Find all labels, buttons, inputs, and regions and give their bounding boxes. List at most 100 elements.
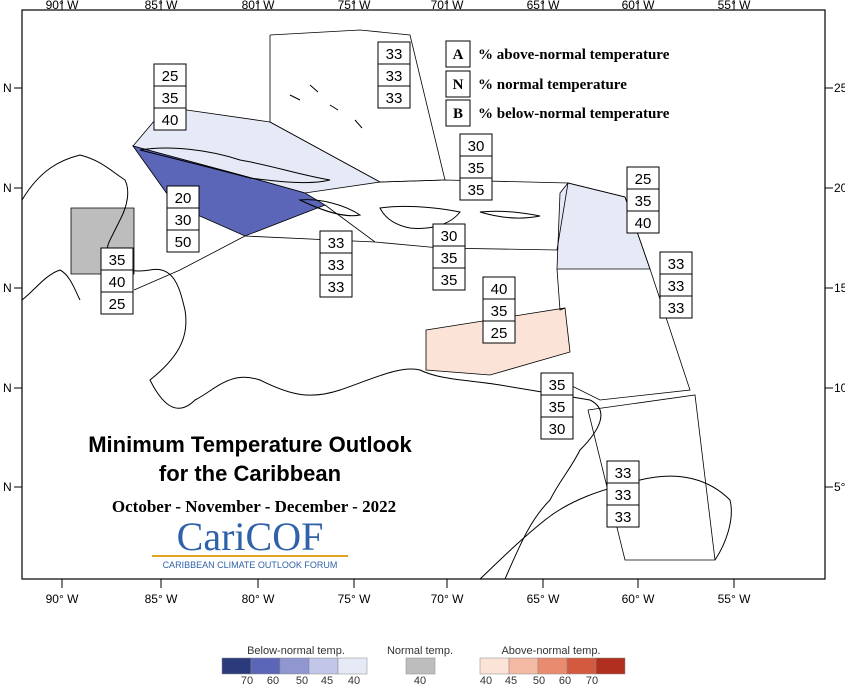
colorbar-above <box>479 657 626 675</box>
prob-above: 33 <box>386 46 403 63</box>
map-frame <box>21 9 826 580</box>
zone-jamaica-label: 33 33 33 <box>319 230 353 298</box>
prob-below: 40 <box>635 215 652 232</box>
prob-above: 25 <box>162 68 179 85</box>
zone-turks-label: 30 35 35 <box>459 133 493 201</box>
colorbar-tick: 40 <box>414 675 426 684</box>
lon-label: 75° W <box>338 592 371 606</box>
colorbar-above-title: Above-normal temp. <box>501 645 600 657</box>
lon-label: 90° W <box>46 592 79 606</box>
colorbar-tick: 50 <box>533 675 545 684</box>
colorbar-normal-cell <box>405 657 436 675</box>
prob-above: 33 <box>615 465 632 482</box>
title-line-1: Minimum Temperature Outlook <box>88 432 412 457</box>
colorbar-cell <box>566 657 597 675</box>
zone-windward-label: 33 33 33 <box>659 251 693 319</box>
prob-normal: 35 <box>468 160 485 177</box>
colorbar-below <box>221 657 368 675</box>
colorbar-tick: 60 <box>267 675 279 684</box>
logo-subtitle: CARIBBEAN CLIMATE OUTLOOK FORUM <box>163 560 338 570</box>
zone-guianas-label: 33 33 33 <box>606 460 640 528</box>
lon-label: 90° W <box>46 0 79 12</box>
legend-letter: B <box>453 106 463 122</box>
prob-below: 25 <box>491 325 508 342</box>
lon-label: 65° W <box>527 592 560 606</box>
lon-label: 70° W <box>431 0 464 12</box>
lat-label-right: 15° <box>834 281 845 295</box>
prob-above: 30 <box>441 228 458 245</box>
colorbar-cell <box>508 657 539 675</box>
colorbar-tick: 50 <box>296 675 308 684</box>
lat-label-right: 25° <box>834 81 845 95</box>
lat-label-right: 10° <box>834 381 845 395</box>
prob-below: 40 <box>162 112 179 129</box>
prob-normal: 40 <box>109 274 126 291</box>
logo-text: CariCOF <box>177 514 324 559</box>
prob-above: 33 <box>328 235 345 252</box>
period-label: October - November - December - 2022 <box>112 497 396 516</box>
colorbar-cell <box>279 657 310 675</box>
colorbar-cell <box>537 657 568 675</box>
colorbar-cell <box>250 657 281 675</box>
lon-label: 80° W <box>242 0 275 12</box>
lat-label-left: N <box>3 181 12 195</box>
lon-label: 85° W <box>145 0 178 12</box>
prob-normal: 33 <box>668 278 685 295</box>
lon-label: 65° W <box>527 0 560 12</box>
prob-normal: 35 <box>635 193 652 210</box>
lon-label: 60° W <box>622 0 655 12</box>
prob-above: 20 <box>175 190 192 207</box>
prob-below: 33 <box>615 509 632 526</box>
prob-normal: 30 <box>175 212 192 229</box>
prob-below: 25 <box>109 296 126 313</box>
zone-belize-label: 35 40 25 <box>100 247 134 315</box>
legend-text: % normal temperature <box>478 77 627 93</box>
prob-normal: 35 <box>162 90 179 107</box>
prob-below: 30 <box>549 421 566 438</box>
title-line-2: for the Caribbean <box>159 461 341 486</box>
map-title: Minimum Temperature Outlook for the Cari… <box>88 432 412 516</box>
lon-labels-bottom: 90° W 85° W 80° W 75° W 70° W 65° W 60° … <box>46 592 751 606</box>
zone-cayman-label: 20 30 50 <box>166 185 200 253</box>
colorbar-tick: 70 <box>586 675 598 684</box>
lat-label-right: 20° <box>834 181 845 195</box>
prob-above: 30 <box>468 138 485 155</box>
lon-label: 55° W <box>718 592 751 606</box>
lon-labels-top: 90° W 85° W 80° W 75° W 70° W 65° W 60° … <box>46 0 751 12</box>
colorbar-normal-title: Normal temp. <box>387 645 453 657</box>
colorbar-cell <box>337 657 368 675</box>
prob-below: 35 <box>468 182 485 199</box>
colorbar-tick: 45 <box>505 675 517 684</box>
colorbar-cell <box>221 657 252 675</box>
colorbar-cell <box>479 657 510 675</box>
lat-label-left: N <box>3 81 12 95</box>
lon-label: 70° W <box>431 592 464 606</box>
prob-below: 33 <box>386 90 403 107</box>
lat-label-left: N <box>3 281 12 295</box>
lat-label-right: 5° <box>834 480 845 494</box>
prob-below: 33 <box>328 279 345 296</box>
colorbar: Below-normal temp. Normal temp. Above-no… <box>221 645 626 684</box>
colorbar-tick: 40 <box>480 675 492 684</box>
coastlines <box>21 84 732 580</box>
colorbar-tick: 45 <box>321 675 333 684</box>
lon-label: 55° W <box>718 0 751 12</box>
legend-letter: A <box>453 47 464 63</box>
colorbar-tick: 70 <box>241 675 253 684</box>
lon-label: 60° W <box>622 592 655 606</box>
zone-hispaniola-label: 30 35 35 <box>432 223 466 291</box>
colorbar-tick: 40 <box>348 675 360 684</box>
zone-abc-label: 40 35 25 <box>482 276 516 344</box>
prob-below: 33 <box>668 300 685 317</box>
lat-labels: N N N N N 25° 20° 15° 10° 5° <box>3 81 845 494</box>
prob-normal: 33 <box>615 487 632 504</box>
colorbar-cell <box>595 657 626 675</box>
zone-cuba-label: 25 35 40 <box>153 63 187 131</box>
prob-normal: 33 <box>328 257 345 274</box>
legend-letter: N <box>453 77 464 93</box>
colorbar-cell <box>308 657 339 675</box>
caricof-logo: CariCOF CARIBBEAN CLIMATE OUTLOOK FORUM <box>152 514 348 570</box>
prob-above: 35 <box>549 377 566 394</box>
zone-bahamas-label: 33 33 33 <box>377 41 411 109</box>
prob-below: 35 <box>441 272 458 289</box>
